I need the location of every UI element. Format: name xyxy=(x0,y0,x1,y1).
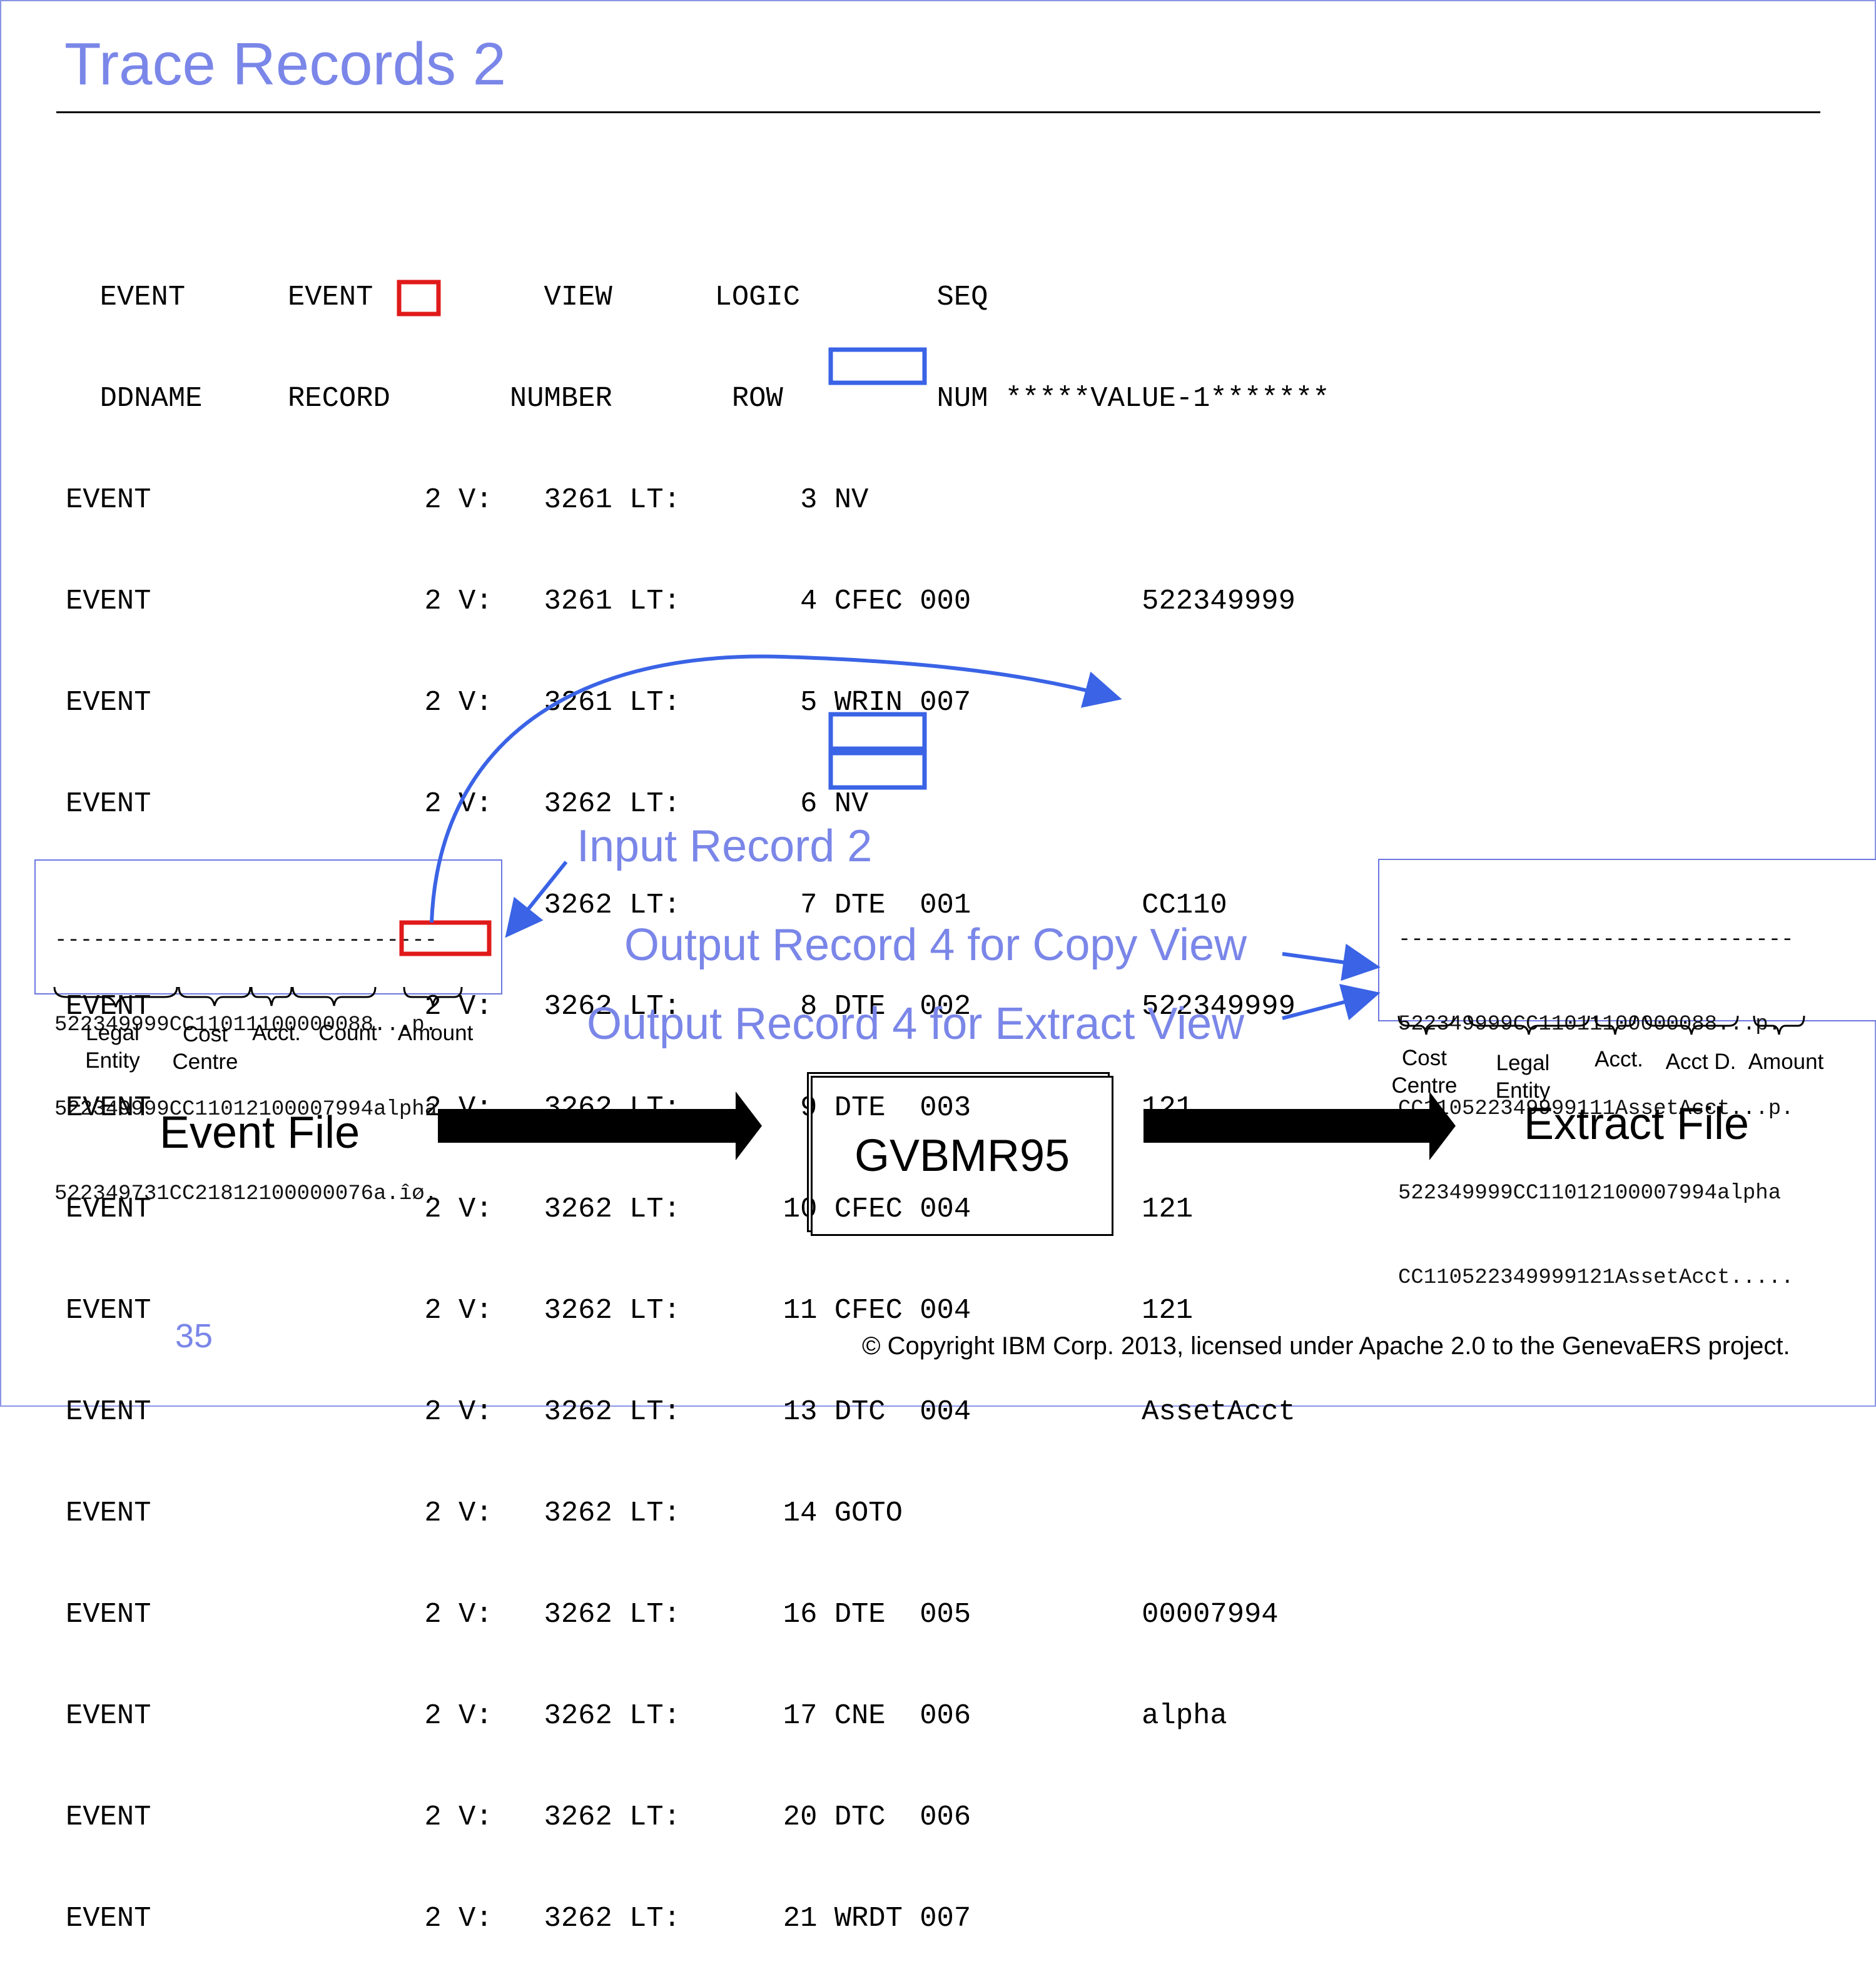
alpha-highlight xyxy=(399,920,492,956)
event-file-box: ------------------------------ 522349999… xyxy=(34,859,502,1206)
extract-field-acct: Acct. xyxy=(1595,1047,1643,1071)
program-to-extract-arrow xyxy=(1143,1091,1456,1160)
event-file-line: ------------------------------ xyxy=(54,929,438,953)
trace-row: EVENT 2 V: 3262 LT: 16 DTE 005 00007994 xyxy=(66,1598,1279,1631)
event-file-line: 522349731CC21812100000076a.îø. xyxy=(54,1182,438,1206)
extract-field-acct-d: Acct D. xyxy=(1665,1050,1737,1074)
trace-row: EVENT 2 V: 3262 LT: 11 CFEC 004 121 xyxy=(66,1294,1194,1327)
extract-file-box: ------------------------------- 52234999… xyxy=(1378,859,1876,1290)
wrin-highlight xyxy=(828,347,927,385)
title-rule xyxy=(56,111,1820,113)
event-file-line: 522349999CC11012100007994alpha xyxy=(54,1098,438,1121)
copyright-notice: © Copyright IBM Corp. 2013, licensed und… xyxy=(862,1332,1790,1360)
event-field-cost-centre: Cost Centre xyxy=(172,1022,238,1074)
trace-row: EVENT 2 V: 3262 LT: 21 WRDT 007 xyxy=(66,1902,971,1935)
trace-header-line: DDNAME RECORD NUMBER ROW NUM *****VALUE-… xyxy=(66,382,1330,415)
output-copy-view-label: Output Record 4 for Copy View xyxy=(624,920,1247,970)
event-file-label: Event File xyxy=(160,1108,360,1158)
slide-number: 35 xyxy=(175,1317,213,1355)
diagram-overlay xyxy=(53,280,1805,1160)
output-copy-arrow xyxy=(1282,943,1381,981)
extract-field-legal-entity: Legal Entity xyxy=(1495,1051,1551,1103)
wrdt-highlight xyxy=(828,751,927,790)
alpha-trace-arrow xyxy=(430,654,1122,923)
extract-field-amount: Amount xyxy=(1748,1050,1824,1074)
extract-file-line: CC110522349999111AssetAcct...p. xyxy=(1398,1097,1794,1121)
trace-row: EVENT 2 V: 3262 LT: 20 DTC 006 xyxy=(66,1801,971,1833)
extract-file-line: CC110522349999121AssetAcct..... xyxy=(1398,1266,1794,1290)
event-field-amount: Amount xyxy=(397,1021,474,1045)
event-field-acct: Acct. xyxy=(252,1021,301,1045)
program-name: GVBMR95 xyxy=(854,1131,1070,1181)
event-file-line: 522349999CC11011100000088...p. xyxy=(54,1013,438,1037)
record-number-highlight xyxy=(397,280,441,316)
trace-row: EVENT 2 V: 3262 LT: 6 NV xyxy=(66,787,869,820)
slide-frame xyxy=(0,0,1876,1407)
input-record-label: Input Record 2 xyxy=(577,821,873,871)
extract-file-label: Extract File xyxy=(1524,1099,1750,1149)
event-field-count: Count xyxy=(318,1021,377,1045)
gvbmr95-program-box: GVBMR95 xyxy=(811,1076,1113,1236)
trace-row: EVENT 2 V: 3262 LT: 8 DTE 002 522349999 xyxy=(66,990,1295,1023)
output-extract-arrow xyxy=(1282,984,1381,1021)
extract-field-cost-centre: Cost Centre xyxy=(1391,1046,1458,1098)
extract-file-braces xyxy=(1397,1015,1805,1035)
trace-row: EVENT 2 V: 3261 LT: 3 NV xyxy=(66,483,869,516)
trace-row: EVENT 2 V: 3261 LT: 4 CFEC 000 522349999 xyxy=(66,585,1295,617)
event-file-braces xyxy=(53,986,463,1008)
dtc-highlight xyxy=(828,712,927,751)
extract-file-line: ------------------------------- xyxy=(1398,928,1794,952)
event-field-legal-entity: Legal Entity xyxy=(85,1021,140,1073)
slide-title: Trace Records 2 xyxy=(64,31,507,98)
event-to-program-arrow xyxy=(438,1091,762,1160)
extract-file-line: 522349999CC11012100007994alpha xyxy=(1398,1182,1782,1205)
input-record-arrow xyxy=(505,861,568,938)
trace-header-line: EVENT EVENT VIEW LOGIC SEQ xyxy=(66,281,988,313)
trace-row: EVENT 2 V: 3262 LT: 17 CNE 006 alpha xyxy=(66,1699,1227,1732)
trace-row: EVENT 2 V: 3262 LT: 10 CFEC 004 121 xyxy=(66,1193,1194,1225)
output-extract-view-label: Output Record 4 for Extract View xyxy=(587,999,1245,1049)
trace-row: EVENT 2 V: 3262 LT: 14 GOTO xyxy=(66,1497,903,1529)
